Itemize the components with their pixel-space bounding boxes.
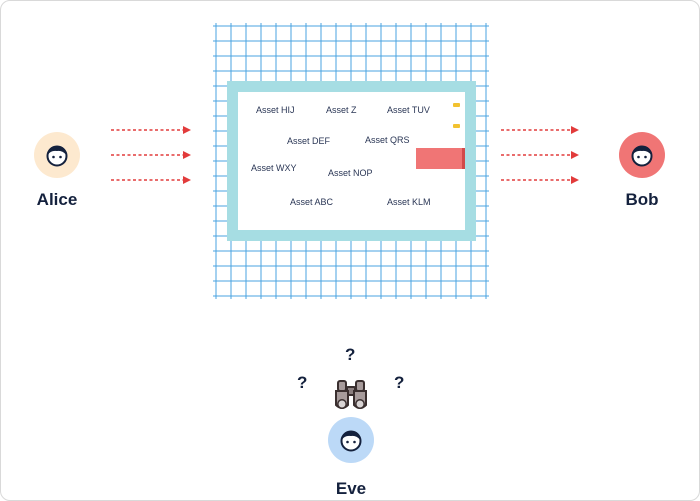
asset-label: Asset KLM (387, 197, 431, 207)
person-face-icon (34, 132, 80, 178)
bob: Bob (618, 132, 666, 210)
asset-label: Asset HIJ (256, 105, 295, 115)
asset-label: Asset NOP (328, 168, 373, 178)
asset-label: Asset DEF (287, 136, 331, 146)
eve: Eve (327, 417, 375, 499)
binoculars-icon (335, 380, 367, 409)
person-face-icon (619, 132, 665, 178)
vault-hinge (453, 103, 460, 107)
asset-label: Asset Z (326, 105, 357, 115)
person-face-icon (328, 417, 374, 463)
vault-red-tab (416, 148, 464, 169)
asset-label: Asset QRS (365, 135, 410, 145)
alice-label: Alice (36, 190, 78, 209)
eve-label: Eve (335, 479, 367, 498)
vault-to-bob-arrows (501, 126, 579, 184)
encryption-grid (213, 23, 489, 299)
asset-label: Asset TUV (387, 105, 430, 115)
question-mark: ? (345, 345, 356, 364)
bob-label: Bob (625, 190, 659, 209)
asset-label: Asset ABC (290, 197, 334, 207)
alice-to-vault-arrows (111, 126, 191, 184)
asset-label: Asset WXY (251, 163, 297, 173)
question-mark: ? (297, 373, 308, 392)
alice: Alice (33, 132, 81, 210)
question-mark: ? (394, 373, 405, 392)
vault-hinge (453, 124, 460, 128)
